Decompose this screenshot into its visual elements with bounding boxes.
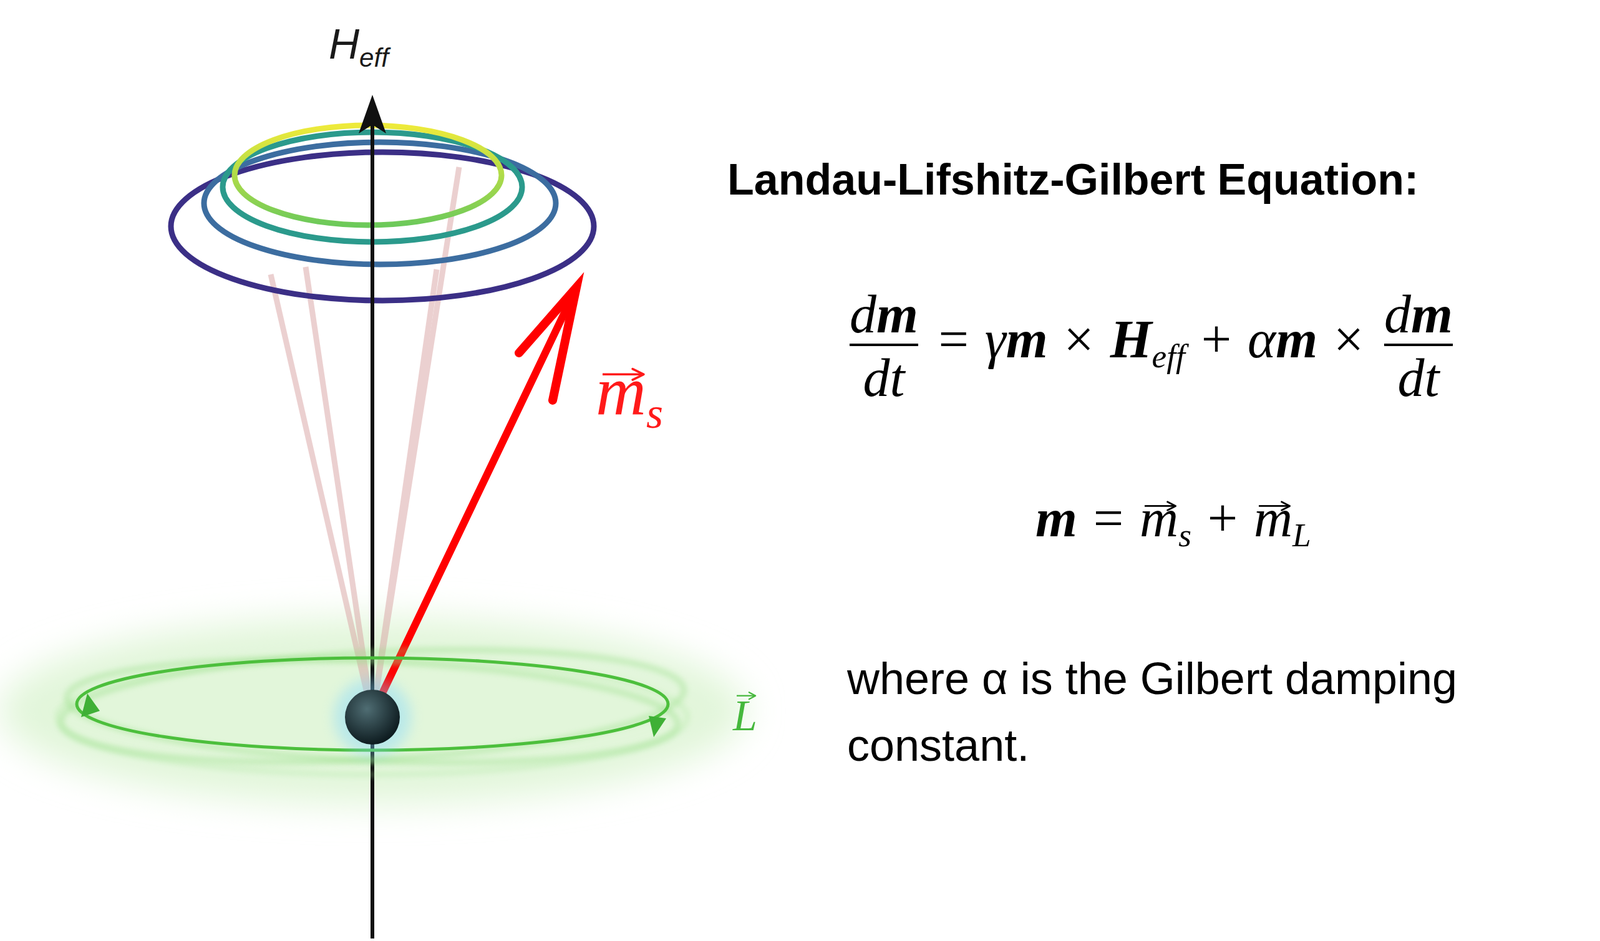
vector-arrow <box>1258 500 1292 513</box>
nucleus-glow <box>333 678 412 757</box>
math-symbol: m <box>876 286 919 343</box>
field-axis <box>358 94 387 939</box>
precession-trace <box>270 167 460 718</box>
operator: + <box>1201 307 1232 372</box>
math-symbol: m <box>1410 286 1453 343</box>
fraction: dm dt <box>1384 286 1453 407</box>
orbit <box>57 636 688 776</box>
operator: + <box>1207 486 1239 551</box>
math-symbol: dt <box>1397 349 1440 407</box>
math-symbol: d <box>1384 286 1411 343</box>
text-group: dmdt=γm×Heff+αm×dmdt <box>845 280 1458 401</box>
math-symbol: m <box>1035 486 1078 551</box>
fraction-bar <box>849 343 919 347</box>
text-group: ms <box>595 349 664 433</box>
moment-symbol: m <box>595 349 647 433</box>
orbital-symbol: L <box>732 689 758 743</box>
operator: = <box>1093 486 1125 551</box>
math-symbol: H <box>1110 307 1153 372</box>
precession-spiral <box>170 125 594 301</box>
math-symbol: dt <box>862 349 905 407</box>
operator: × <box>1333 307 1365 372</box>
subscript: s <box>646 387 664 440</box>
subscript: s <box>1178 515 1192 556</box>
heading: Landau-Lifshitz-Gilbert Equation: <box>727 153 1419 206</box>
numerator: dm <box>849 286 919 343</box>
math-symbol: γ <box>984 307 1007 372</box>
text-group: m=ms+mL <box>1035 486 1312 551</box>
symbol-group: ms <box>595 349 664 433</box>
text-group: L <box>732 689 758 743</box>
math-symbol: m <box>1253 486 1293 551</box>
vector-arrow <box>601 366 645 383</box>
operator: = <box>938 307 969 372</box>
subscript: L <box>1292 515 1312 556</box>
vector-arrow <box>736 691 757 701</box>
math-symbol: m <box>1006 307 1048 372</box>
fraction-bar <box>1384 343 1453 347</box>
subscript: eff <box>359 42 389 75</box>
fraction: dm dt <box>849 286 919 407</box>
operator: × <box>1063 307 1095 372</box>
text-group: where α is the Gilbert damping constant. <box>847 645 1593 780</box>
denominator: dt <box>862 349 905 407</box>
math-symbol: m <box>1139 486 1179 551</box>
symbol-group: mL <box>1253 486 1312 551</box>
symbol-group: Heff <box>1110 307 1186 372</box>
math-symbol: α <box>1247 307 1276 372</box>
field-symbol: H <box>328 18 360 70</box>
symbol-group: ms <box>1139 486 1192 551</box>
symbol-group: Heff <box>328 18 389 70</box>
note-text: where α is the Gilbert damping constant. <box>847 645 1593 780</box>
text-group: Heff <box>328 18 389 70</box>
math-symbol: m <box>1275 307 1318 372</box>
nucleus <box>344 689 400 745</box>
math-symbol: d <box>849 286 877 343</box>
numerator: dm <box>1384 286 1453 343</box>
subscript: eff <box>1152 336 1186 377</box>
denominator: dt <box>1397 349 1440 407</box>
vector-arrow <box>1144 500 1178 513</box>
